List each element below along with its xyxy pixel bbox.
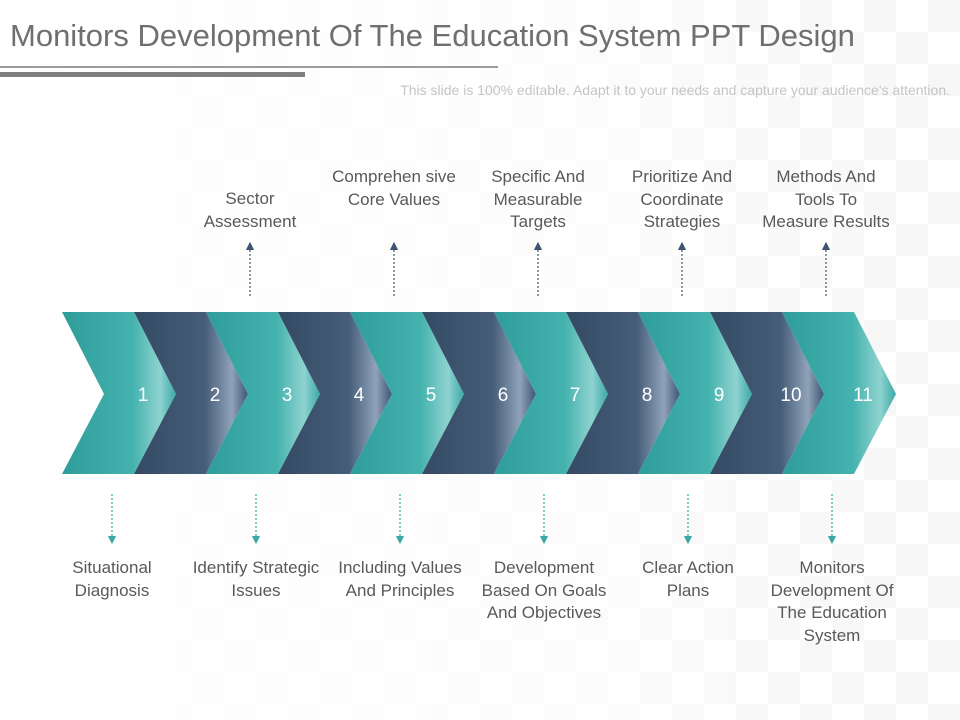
slide-title: Monitors Development Of The Education Sy… — [10, 18, 855, 53]
top-label-5: Methods And Tools To Measure Results — [762, 167, 890, 231]
top-label-4: Prioritize And Coordinate Strategies — [631, 167, 733, 231]
step-number: 11 — [853, 385, 873, 406]
step-chevron-1: 1 — [62, 312, 176, 474]
chevron-shape — [566, 312, 680, 474]
chevron-shape — [206, 312, 320, 474]
bottom-label-2: Identify Strategic Issues — [192, 558, 320, 600]
step-chevron-4: 4 — [278, 312, 392, 474]
step-chevron-7: 7 — [494, 312, 608, 474]
step-chevron-10: 10 — [710, 312, 824, 474]
chevron-shape — [638, 312, 752, 474]
top-label-3: Specific And Measurable Targets — [491, 167, 585, 231]
step-number: 6 — [498, 385, 509, 406]
step-number: 3 — [282, 385, 293, 406]
title-rule-thin — [0, 66, 498, 68]
step-chevron-2: 2 — [134, 312, 248, 474]
chevron-shape — [134, 312, 248, 474]
step-chevron-9: 9 — [638, 312, 752, 474]
step-number: 8 — [642, 385, 653, 406]
bottom-label-6: Monitors Development Of The Education Sy… — [770, 558, 894, 645]
title-rule-thick — [0, 72, 305, 77]
bottom-label-3: Including Values And Principles — [338, 558, 462, 600]
bottom-label-1: Situational Diagnosis — [72, 558, 152, 600]
step-number: 4 — [354, 385, 365, 406]
step-number: 5 — [426, 385, 437, 406]
step-number: 9 — [714, 385, 725, 406]
bottom-label-5: Clear Action Plans — [642, 558, 734, 600]
step-number: 1 — [138, 385, 149, 406]
step-chevron-8: 8 — [566, 312, 680, 474]
chevron-shape — [422, 312, 536, 474]
chevron-shape — [710, 312, 824, 474]
bottom-label-4: Development Based On Goals And Objective… — [481, 558, 607, 622]
chevron-shape — [278, 312, 392, 474]
step-number: 2 — [210, 385, 221, 406]
chevron-shape — [62, 312, 176, 474]
step-number: 10 — [780, 385, 801, 406]
chevron-shape — [494, 312, 608, 474]
step-number: 7 — [570, 385, 581, 406]
top-label-1: Sector Assessment — [203, 189, 297, 231]
chevron-shape — [350, 312, 464, 474]
chevron-shape — [782, 312, 896, 474]
step-chevron-6: 6 — [422, 312, 536, 474]
top-label-2: Comprehen sive Core Values — [332, 167, 456, 209]
step-chevron-3: 3 — [206, 312, 320, 474]
step-chevron-11: 11 — [782, 312, 896, 474]
step-chevron-5: 5 — [350, 312, 464, 474]
slide-subtitle: This slide is 100% editable. Adapt it to… — [400, 82, 950, 98]
